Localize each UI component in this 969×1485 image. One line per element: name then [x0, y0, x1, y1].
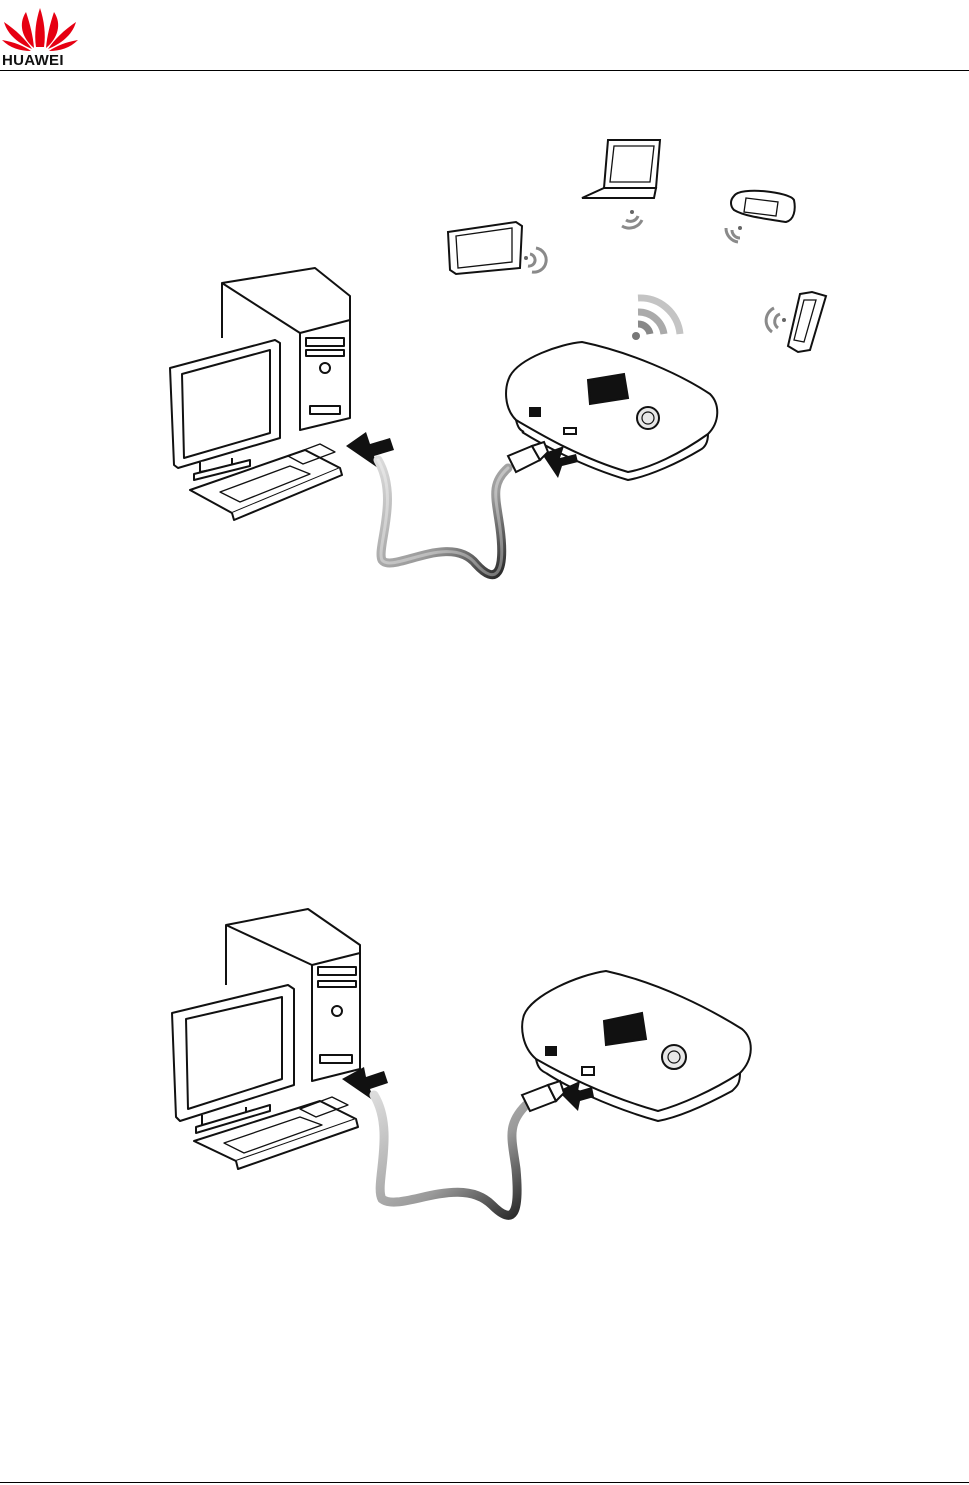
footer-divider [0, 1482, 969, 1483]
wifi-signal-icon [726, 226, 742, 242]
desktop-computer-icon [170, 268, 350, 520]
smartphone-icon [788, 292, 826, 352]
usb-cable-icon [378, 442, 548, 575]
usb-cable-icon [374, 1081, 564, 1215]
brand-wordmark: HUAWEI [2, 52, 64, 69]
figure-usb-connection [160, 905, 780, 1235]
wifi-signal-icon [632, 298, 680, 340]
handheld-console-icon [731, 191, 795, 222]
wifi-signal-icon [766, 308, 786, 332]
laptop-icon [582, 140, 660, 198]
wifi-signal-icon [622, 210, 642, 228]
header-divider [0, 70, 969, 71]
figure-usb-and-wifi-connection [160, 128, 840, 598]
page-header: HUAWEI [0, 0, 969, 72]
tablet-icon [448, 222, 522, 274]
desktop-computer-icon [172, 909, 360, 1169]
wifi-signal-icon [524, 248, 546, 272]
